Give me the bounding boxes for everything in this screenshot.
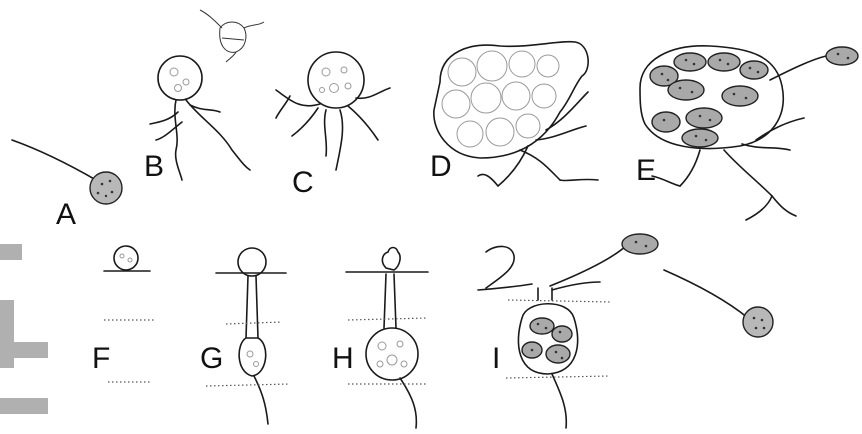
panel-f-encysted-spore [104, 246, 156, 382]
panel-a-zoospore [12, 140, 122, 204]
panel-label-e: E [636, 154, 656, 187]
panel-g-penetration [206, 248, 290, 424]
panel-d-sporangium [434, 42, 598, 186]
panel-label-c: C [292, 166, 314, 199]
panel-label-a: A [56, 198, 76, 231]
panel-label-b: B [144, 150, 164, 183]
panel-label-g: G [200, 342, 223, 375]
panel-label-i: I [492, 342, 500, 375]
panel-e-mature-sporangium [640, 46, 858, 220]
panel-h-developing-thallus [346, 248, 428, 429]
panel-label-f: F [92, 342, 110, 375]
panel-c-thallus [276, 52, 390, 170]
panel-i-endobiotic-sporangium [478, 234, 658, 428]
free-zoospore [664, 270, 773, 337]
panel-label-h: H [332, 342, 354, 375]
watermark [0, 244, 48, 414]
panel-b-germinating-thallus [150, 10, 264, 180]
panel-label-d: D [430, 150, 452, 183]
